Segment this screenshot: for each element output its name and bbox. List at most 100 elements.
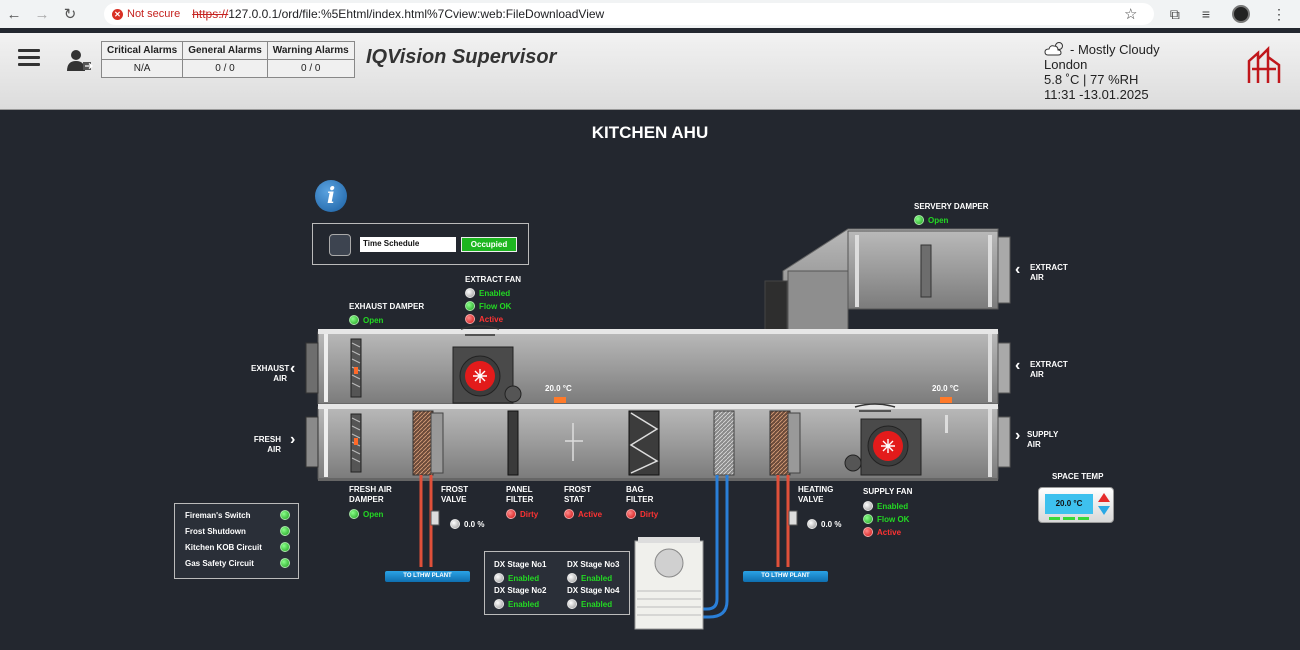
- status-led-icon: [626, 509, 636, 519]
- supply-temp-reading: 20.0 °C: [932, 384, 959, 393]
- safety-interlocks-panel: Fireman's Switch Frost Shutdown Kitchen …: [174, 503, 299, 579]
- dx-stage-label: DX Stage No1: [494, 560, 547, 569]
- reload-icon[interactable]: ↻: [63, 6, 77, 23]
- heating-valve-position: 0.0 %: [807, 519, 841, 529]
- dx-stage-status: Enabled: [494, 599, 539, 609]
- general-alarms-header[interactable]: General Alarms: [182, 41, 268, 60]
- extract-fan-flow: Flow OK: [465, 301, 511, 311]
- status-led-icon: [349, 509, 359, 519]
- status-led-icon: [280, 526, 290, 536]
- status-led-icon: [863, 527, 873, 537]
- servery-duct: [764, 228, 1011, 340]
- supply-fan-flow: Flow OK: [863, 514, 909, 524]
- dx-stage-label: DX Stage No3: [567, 560, 620, 569]
- space-temp-value: 20.0 °C: [1045, 494, 1093, 514]
- dx-stage-status: Enabled: [567, 599, 612, 609]
- extract-fan-active: Active: [465, 314, 503, 324]
- exhaust-damper-label: EXHAUST DAMPER: [349, 302, 425, 311]
- status-led-icon: [567, 599, 577, 609]
- security-indicator[interactable]: ✕ Not secure: [112, 8, 180, 20]
- app-title: IQVision Supervisor: [366, 46, 557, 68]
- frost-stat-status: Active: [564, 509, 602, 519]
- setpoint-down-icon[interactable]: [1098, 506, 1110, 515]
- status-led-icon: [349, 315, 359, 325]
- safety-item: Gas Safety Circuit: [185, 558, 290, 568]
- time-schedule-panel: Time Schedule Occupied: [312, 223, 529, 265]
- safety-item: Kitchen KOB Circuit: [185, 542, 290, 552]
- space-temp-thermostat[interactable]: 20.0 °C: [1038, 487, 1114, 523]
- lthw-plant-button-2[interactable]: TO LTHW PLANT: [743, 571, 828, 582]
- extract-air-arrow-icon: ‹: [1015, 357, 1021, 374]
- lthw-plant-button-1[interactable]: TO LTHW PLANT: [385, 571, 470, 582]
- browser-toolbar: ← → ↻ ✕ Not secure https://127.0.0.1/ord…: [0, 0, 1300, 28]
- calendar-icon[interactable]: [329, 234, 351, 256]
- lthw-pipes: [419, 475, 798, 619]
- page-title: KITCHEN AHU: [591, 123, 709, 142]
- extract-temp-reading: 20.0 °C: [545, 384, 572, 393]
- supply-fan-enabled: Enabled: [863, 501, 908, 511]
- forward-icon[interactable]: →: [34, 5, 50, 23]
- bookmark-star-icon[interactable]: ☆: [1124, 6, 1138, 23]
- thermostat-leds: [1049, 517, 1089, 520]
- dx-stage-status: Enabled: [567, 573, 612, 583]
- extract-fan-unit: [452, 325, 522, 404]
- status-led-icon: [914, 215, 924, 225]
- profile-avatar[interactable]: [1232, 5, 1250, 23]
- weather-widget: - Mostly Cloudy London 5.8 ˚C | 77 %RH 1…: [1044, 41, 1160, 103]
- dx-condensing-unit: [634, 537, 704, 630]
- servery-damper-label: SERVERY DAMPER: [914, 202, 989, 211]
- alarm-summary-table[interactable]: Critical Alarms General Alarms Warning A…: [100, 41, 355, 78]
- exhaust-damper-status: Open: [349, 315, 383, 325]
- status-led-icon: [280, 558, 290, 568]
- bag-filter-status: Dirty: [626, 509, 658, 519]
- menu-icon[interactable]: ⋮: [1272, 5, 1286, 22]
- hamburger-menu-icon[interactable]: [18, 49, 40, 70]
- cloudy-icon: [1044, 42, 1063, 56]
- ahu-schematic: [305, 228, 1011, 630]
- status-led-icon: [465, 301, 475, 311]
- status-led-icon: [280, 542, 290, 552]
- status-led-icon: [807, 519, 817, 529]
- time-schedule-label[interactable]: Time Schedule: [360, 237, 456, 252]
- extract-fan-label: EXTRACT FAN: [465, 275, 521, 284]
- info-icon[interactable]: i: [315, 180, 347, 212]
- exhaust-air-arrow-icon: ‹: [290, 360, 296, 377]
- status-led-icon: [863, 501, 873, 511]
- status-led-icon: [567, 573, 577, 583]
- ahu-graphic-stage: KITCHEN AHU: [3, 111, 1297, 650]
- general-alarms-value: 0 / 0: [182, 59, 268, 78]
- back-icon[interactable]: ←: [6, 5, 22, 23]
- media-icon[interactable]: ≡: [1201, 6, 1210, 22]
- extract-fan-enabled: Enabled: [465, 288, 510, 298]
- supply-duct: [305, 403, 1011, 481]
- fresh-air-damper-status: Open: [349, 509, 383, 519]
- extensions-icon[interactable]: ⧉: [1169, 5, 1180, 22]
- panel-filter-status: Dirty: [506, 509, 538, 519]
- supply-air-arrow-icon: ›: [1015, 427, 1021, 444]
- critical-alarms-value: N/A: [100, 59, 184, 78]
- user-logout-icon[interactable]: [66, 49, 94, 73]
- dx-stage-label: DX Stage No2: [494, 586, 547, 595]
- company-logo-icon: [1247, 45, 1281, 83]
- critical-alarms-header[interactable]: Critical Alarms: [100, 41, 184, 60]
- fresh-air-arrow-icon: ›: [290, 431, 296, 448]
- address-bar[interactable]: ✕ Not secure https://127.0.0.1/ord/file:…: [104, 3, 1154, 25]
- warning-alarms-header[interactable]: Warning Alarms: [266, 41, 355, 60]
- setpoint-up-icon[interactable]: [1098, 493, 1110, 502]
- status-led-icon: [506, 509, 516, 519]
- status-led-icon: [465, 288, 475, 298]
- extract-duct: [305, 329, 1011, 405]
- frost-valve-position: 0.0 %: [450, 519, 484, 529]
- status-led-icon: [564, 509, 574, 519]
- supply-fan-label: SUPPLY FAN: [863, 487, 913, 496]
- status-led-icon: [465, 314, 475, 324]
- safety-item: Frost Shutdown: [185, 526, 290, 536]
